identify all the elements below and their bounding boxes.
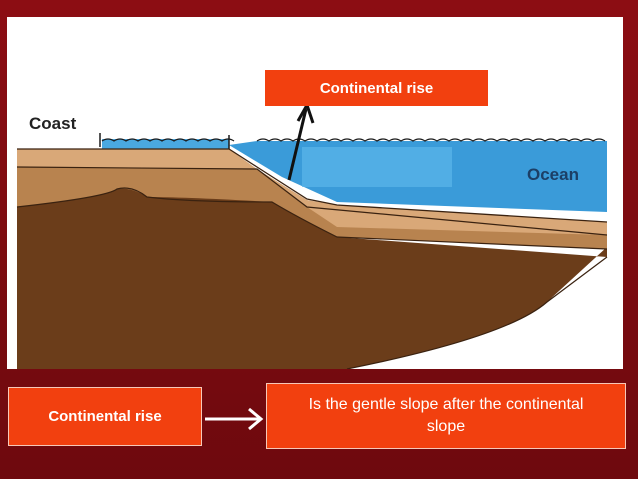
bedrock-layer (17, 187, 607, 369)
right-arrow-icon (205, 407, 264, 431)
top-sediment-layer (17, 149, 607, 235)
water-surface-waves (101, 138, 606, 142)
continental-rise-pointer-label: Continental rise (265, 70, 488, 106)
definition-box: Is the gentle slope after the continenta… (266, 383, 626, 449)
water-highlight (302, 147, 452, 187)
continental-margin-diagram: Coast Ocean (16, 101, 608, 369)
ocean-label: Ocean (527, 165, 579, 184)
coast-label: Coast (29, 114, 77, 133)
pointer-arrow-line (287, 108, 308, 181)
shelf-water (102, 139, 229, 149)
term-box: Continental rise (8, 387, 202, 446)
